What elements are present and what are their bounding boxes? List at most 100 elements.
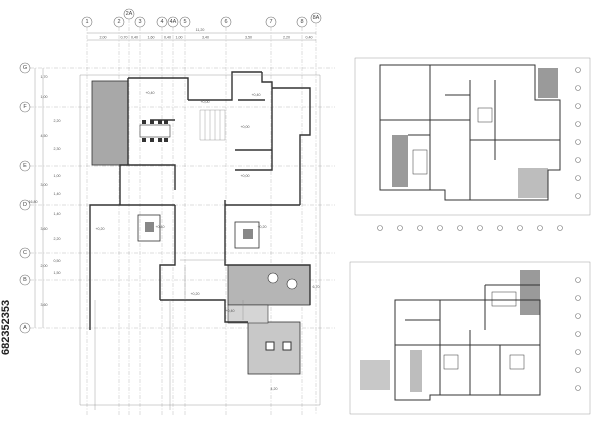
level-labels: +0,40 +0,00 +0,00 +0,40 +0,00 +0,20 +0,40 +0,20… bbox=[95, 91, 266, 313]
grid-bubble bbox=[575, 313, 581, 319]
level-label: +0,40 bbox=[155, 225, 164, 229]
grid-bubble bbox=[575, 367, 581, 373]
grid-bubble-label: 1 bbox=[85, 19, 88, 25]
grid-bubble-label: B bbox=[23, 277, 27, 283]
grid-bubble bbox=[575, 67, 581, 73]
dimension-label: 0,70 bbox=[121, 36, 128, 40]
level-label: +0,40 bbox=[251, 93, 260, 97]
grid-bubble bbox=[113, 16, 125, 28]
dimension-label: 1,70 bbox=[41, 75, 48, 79]
grid-bubble bbox=[537, 225, 543, 231]
grid-bubble-label: 6 bbox=[224, 19, 227, 25]
grid-bubble bbox=[19, 274, 31, 286]
level-label: +0,40 bbox=[225, 309, 234, 313]
grid-bubble-label: 4A bbox=[170, 19, 177, 25]
grid-bubble bbox=[575, 85, 581, 91]
grid-bubble-label: 7 bbox=[269, 19, 272, 25]
grid-bubble-label: 3 bbox=[138, 19, 141, 25]
grid-bubble bbox=[575, 103, 581, 109]
grid-bubble bbox=[265, 16, 277, 28]
level-label: +0,20 bbox=[95, 227, 104, 231]
dimension-label: 2,00 bbox=[41, 264, 48, 268]
grid-bubble bbox=[575, 193, 581, 199]
dimension-label: 3,40 bbox=[202, 36, 209, 40]
level-label: +0,00 bbox=[200, 100, 209, 104]
grey-room-area bbox=[227, 304, 269, 324]
grid-bubble-label: G bbox=[23, 65, 27, 71]
grid-bubble bbox=[575, 295, 581, 301]
sub-dimension-label: 2,20 bbox=[54, 119, 61, 123]
column-grid-bubbles: 1 2 2A 3 4 4A 5 6 7 8 8A bbox=[81, 8, 322, 28]
grid-bubble bbox=[310, 12, 322, 24]
sub-dimension-label: 2,20 bbox=[54, 237, 61, 241]
dimension-label: 0,40 bbox=[164, 36, 171, 40]
grid-bubble bbox=[517, 225, 523, 231]
grid-bubble bbox=[575, 277, 581, 283]
dimension-label: 1,60 bbox=[148, 36, 155, 40]
sub-dimension-label: 1,40 bbox=[54, 212, 61, 216]
dining-table-icon bbox=[139, 120, 171, 142]
terrace-grey-area bbox=[227, 264, 311, 306]
sub-dimension-label: 1,40 bbox=[54, 192, 61, 196]
total-height-label: 16,80 bbox=[29, 200, 38, 204]
level-label: +0,40 bbox=[145, 91, 154, 95]
grid-bubble bbox=[575, 175, 581, 181]
dimension-label: 4,20 bbox=[271, 387, 278, 391]
grid-bubble bbox=[457, 225, 463, 231]
upper-floor-plan bbox=[354, 57, 591, 231]
grid-bubble bbox=[220, 16, 232, 28]
grid-bubble-label: 2A bbox=[126, 11, 133, 17]
dimension-label: 3,60 bbox=[41, 303, 48, 307]
dimension-label: 4,50 bbox=[41, 134, 48, 138]
grid-bubble bbox=[167, 16, 179, 28]
grid-bubble bbox=[497, 225, 503, 231]
grid-bubble bbox=[19, 247, 31, 259]
dimension-label: 0,40 bbox=[131, 36, 138, 40]
roof-hatch-area bbox=[91, 80, 129, 166]
grid-bubble-label: 5 bbox=[183, 19, 186, 25]
level-label: +0,20 bbox=[190, 292, 199, 296]
dimension-label: 0,40 bbox=[306, 36, 313, 40]
grid-bubble bbox=[19, 160, 31, 172]
grid-bubble-label: 4 bbox=[160, 19, 163, 25]
grid-bubble bbox=[575, 139, 581, 145]
grid-bubble-label: 8 bbox=[300, 19, 303, 25]
grid-bubble bbox=[417, 225, 423, 231]
grid-bubble bbox=[575, 349, 581, 355]
grid-bubble bbox=[557, 225, 563, 231]
grid-bubble-label: 8A bbox=[313, 15, 320, 21]
grid-bubble-label: A bbox=[23, 325, 27, 331]
grid-bubble-label: C bbox=[23, 250, 27, 256]
total-width-label: 11,20 bbox=[196, 28, 205, 32]
grid-bubble-label: E bbox=[23, 163, 27, 169]
grid-bubble bbox=[81, 16, 93, 28]
grid-bubble bbox=[437, 225, 443, 231]
lower-floor-plan bbox=[349, 261, 591, 415]
grid-bubble bbox=[296, 16, 308, 28]
sub-dimension-label: 1,00 bbox=[54, 174, 61, 178]
grid-bubble bbox=[19, 62, 31, 74]
level-label: +0,00 bbox=[240, 125, 249, 129]
sub-dimension-label: 2,30 bbox=[54, 147, 61, 151]
grid-bubble bbox=[477, 225, 483, 231]
grid-bubble bbox=[19, 199, 31, 211]
grid-bubble-label: 2 bbox=[117, 19, 120, 25]
stock-id-label: 682352353 bbox=[0, 299, 12, 355]
dimension-label: 3,50 bbox=[245, 36, 252, 40]
dimension-label: 2,00 bbox=[100, 36, 107, 40]
main-floor-plan: +0,40 +0,00 +0,00 +0,40 +0,00 +0,20 +0,40 +0,20… bbox=[79, 71, 321, 410]
outdoor-chairs-icon bbox=[265, 272, 298, 351]
dimension-label: 2,20 bbox=[283, 36, 290, 40]
dimension-label: 1,00 bbox=[41, 95, 48, 99]
dimension-label: 3,00 bbox=[41, 183, 48, 187]
grid-bubble-label: D bbox=[23, 202, 27, 208]
grid-bubble bbox=[575, 331, 581, 337]
level-label: +0,00 bbox=[240, 174, 249, 178]
sofa-set-icon bbox=[137, 214, 260, 249]
level-label: +0,20 bbox=[257, 225, 266, 229]
grid-bubble bbox=[575, 157, 581, 163]
dimension-label: 6,70 bbox=[313, 285, 320, 289]
